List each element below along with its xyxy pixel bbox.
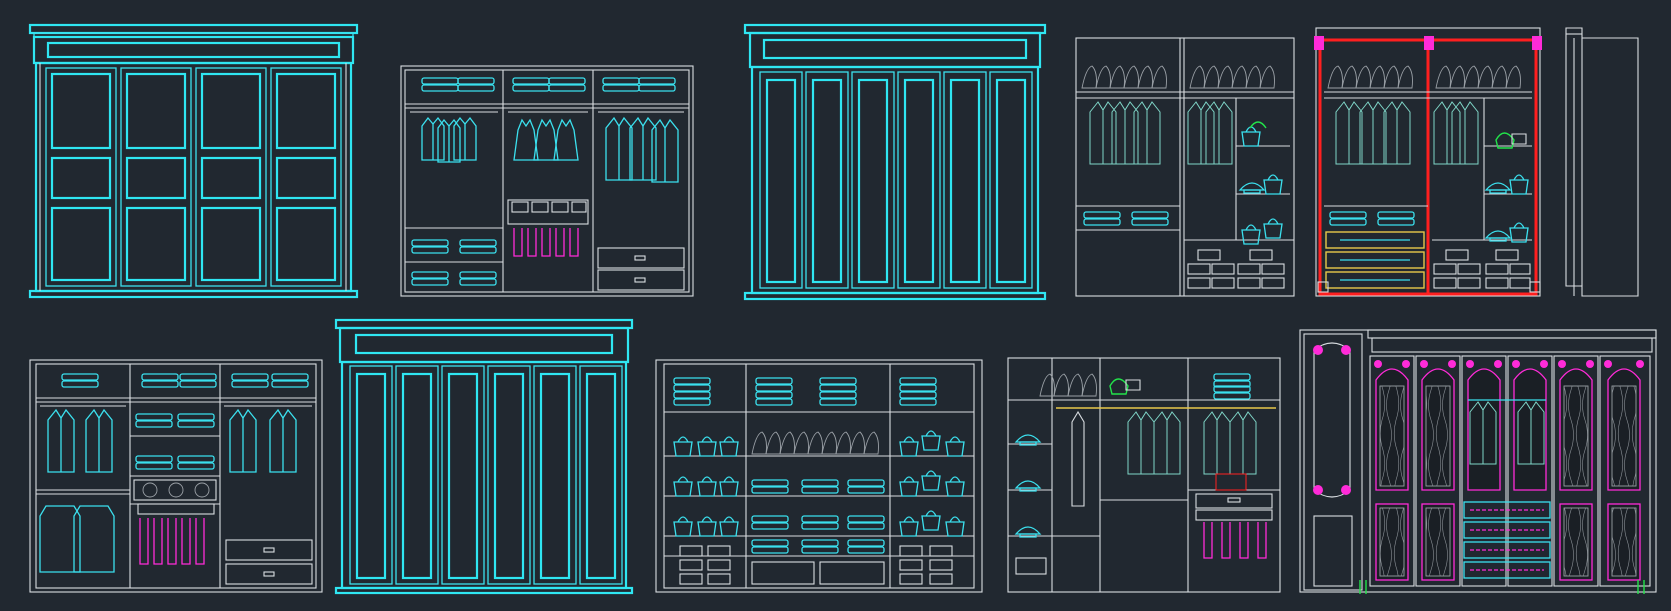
wardrobe-side-elevation[interactable] xyxy=(1565,27,1639,297)
wardrobe-6-door-glass-large[interactable] xyxy=(334,318,634,595)
wardrobe-interior-2-section[interactable] xyxy=(1075,37,1295,297)
wardrobe-interior-4-bay-shelving[interactable] xyxy=(655,359,983,593)
wardrobe-6-door-glass[interactable] xyxy=(743,23,1047,301)
wardrobe-4-door-wood-panel[interactable] xyxy=(28,23,359,299)
wardrobe-ornate-6-door[interactable] xyxy=(1299,329,1657,594)
wardrobe-interior-red-highlight[interactable] xyxy=(1314,27,1542,297)
wardrobe-interior-3-bay-shelves[interactable] xyxy=(29,359,323,593)
wardrobe-interior-hanging-3-bay[interactable] xyxy=(400,65,694,297)
wardrobe-interior-3-bay-hanging[interactable] xyxy=(1007,357,1281,593)
